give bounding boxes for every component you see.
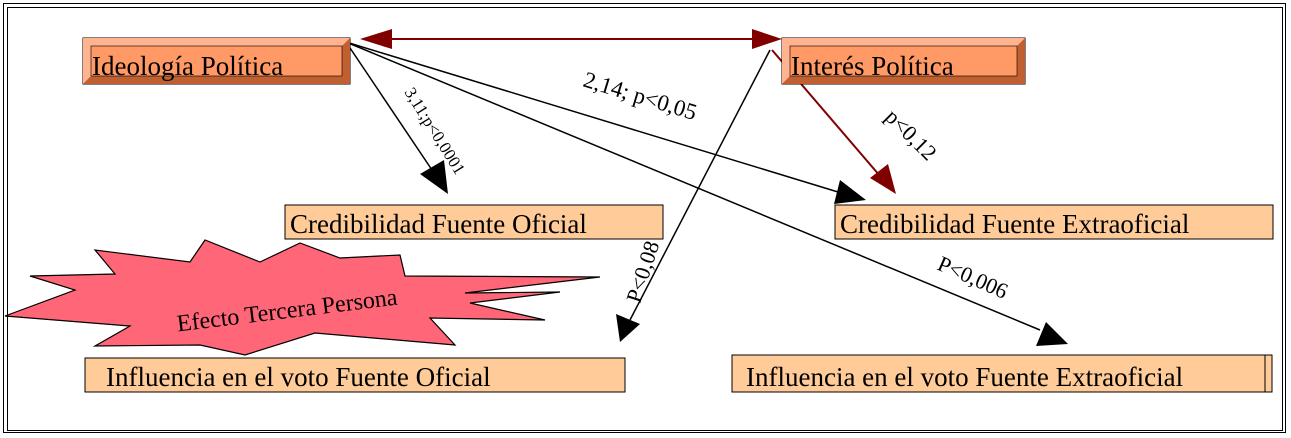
node-infl-extra: Influencia en el voto Fuente Extraoficia… bbox=[731, 354, 1273, 393]
node-cred-oficial-label: Credibilidad Fuente Oficial bbox=[290, 209, 587, 239]
arrowhead-interes-cred-extra bbox=[870, 164, 896, 194]
arrowhead-cred-extra bbox=[834, 180, 866, 204]
node-infl-extra-label: Influencia en el voto Fuente Extraoficia… bbox=[746, 362, 1183, 392]
arrowhead-infl-oficial bbox=[616, 314, 640, 342]
burst: Efecto Tercera Persona bbox=[4, 239, 601, 356]
arrow-interes-infl-oficial bbox=[629, 49, 771, 321]
edge-label-ideo-cred-extra: 2,14; p<0,05 bbox=[581, 67, 700, 125]
node-cred-oficial: Credibilidad Fuente Oficial bbox=[284, 204, 664, 240]
node-ideologia-label: Ideología Política bbox=[92, 51, 283, 81]
node-infl-oficial: Influencia en el voto Fuente Oficial bbox=[84, 357, 626, 393]
node-cred-extra: Credibilidad Fuente Extraoficial bbox=[834, 204, 1274, 240]
edge-label-interes-infl-oficial: P<0,08 bbox=[621, 238, 664, 306]
burst-shape bbox=[4, 239, 601, 356]
node-cred-extra-label: Credibilidad Fuente Extraoficial bbox=[840, 209, 1189, 239]
arrowhead-infl-extra bbox=[1036, 322, 1068, 346]
outer-frame bbox=[3, 3, 1286, 433]
node-infl-oficial-label: Influencia en el voto Fuente Oficial bbox=[106, 362, 491, 392]
arrowhead-left-red bbox=[360, 29, 392, 49]
edge-label-ideo-infl-extra: P<0,006 bbox=[934, 251, 1012, 304]
edge-label-interes-cred-extra: p<0,12 bbox=[880, 104, 941, 165]
arrow-ideologia-cred-oficial bbox=[345, 41, 433, 171]
arrowhead-right-red bbox=[752, 29, 782, 49]
node-interes: Interés Política bbox=[781, 37, 1026, 85]
node-ideologia: Ideología Política bbox=[82, 37, 351, 85]
arrowhead-cred-oficial bbox=[420, 160, 448, 194]
arrow-ideologia-cred-extra bbox=[345, 41, 839, 193]
inner-frame bbox=[7, 7, 1283, 431]
edge-label-ideo-cred-oficial: 3,11;p<0,0001 bbox=[401, 84, 469, 178]
arrow-ideologia-infl-extra bbox=[345, 41, 1041, 331]
node-interes-label: Interés Política bbox=[791, 51, 954, 81]
